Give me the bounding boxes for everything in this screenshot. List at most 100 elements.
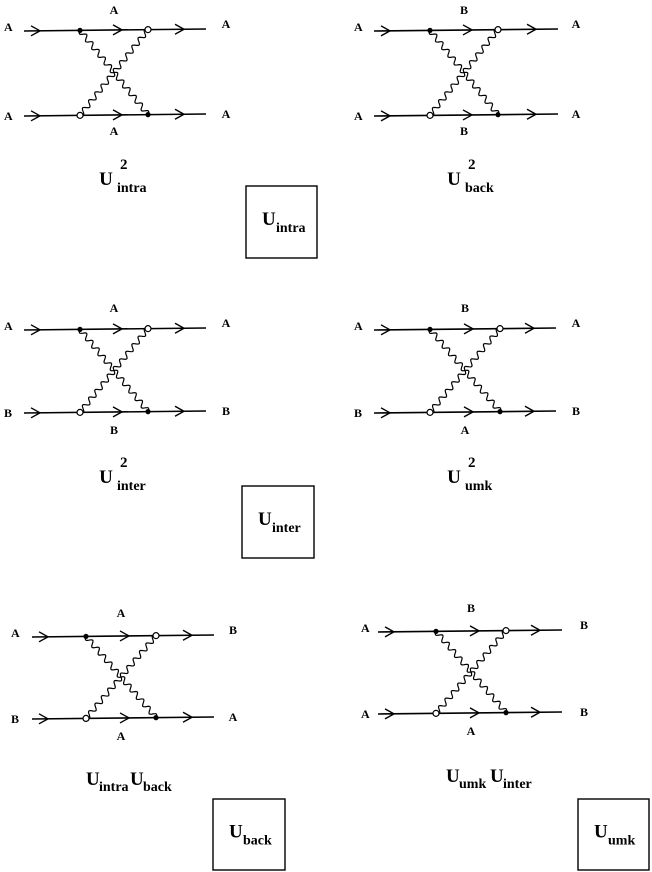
vertex-open-top (502, 627, 510, 635)
top-arrow-1 (38, 631, 50, 643)
caption-subscript: intra (99, 780, 129, 795)
box-subscript: umk (608, 834, 635, 849)
top-arrow-3 (174, 23, 186, 35)
box-border (212, 798, 286, 871)
top-fermion-line (31, 634, 215, 638)
label-bottom-mid: A (110, 124, 119, 138)
caption-superscript: 2 (120, 157, 128, 173)
label-bottom-right: B (572, 404, 580, 418)
label-bottom-mid: A (461, 423, 470, 437)
box-base: U (594, 822, 608, 843)
label-bottom-left: A (4, 109, 13, 123)
label-bottom-right: B (580, 705, 588, 719)
top-fermion-line (373, 28, 559, 32)
vertex-open-bottom (426, 111, 434, 119)
label-bottom-right: A (229, 710, 238, 724)
top-arrow-2 (469, 625, 481, 637)
bottom-arrow-3 (174, 108, 186, 120)
label-top-mid: A (110, 301, 119, 315)
bottom-fermion-line (31, 716, 215, 720)
caption-superscript: 2 (468, 455, 476, 471)
vertex-open-top (496, 325, 504, 333)
caption-superscript: 2 (120, 455, 128, 471)
caption-base: U (99, 467, 113, 488)
wavy-interaction-2 (79, 327, 149, 414)
wavy-interaction-2 (429, 28, 499, 117)
label-bottom-left: A (354, 109, 363, 123)
label-bottom-left: B (354, 406, 362, 420)
label-top-left: A (354, 319, 363, 333)
vertex-filled-bottom (497, 409, 503, 415)
bottom-arrow-3 (182, 711, 194, 723)
bottom-arrow-2 (112, 109, 124, 121)
box-base: U (262, 209, 276, 230)
top-arrow-3 (524, 322, 536, 334)
label-top-mid: A (117, 606, 126, 620)
bottom-arrow-1 (380, 407, 392, 419)
vertex-open-bottom (76, 111, 84, 119)
label-bottom-left: B (4, 406, 12, 420)
bottom-fermion-line (23, 113, 207, 117)
top-arrow-3 (530, 624, 542, 636)
bottom-arrow-3 (524, 405, 536, 417)
caption-superscript: 2 (468, 157, 476, 173)
bottom-arrow-1 (380, 110, 392, 122)
vertex-filled-top (77, 27, 83, 33)
top-fermion-line (377, 629, 563, 633)
bottom-arrow-3 (530, 706, 542, 718)
vertex-filled-top (427, 326, 433, 332)
top-arrow-2 (119, 630, 131, 642)
label-bottom-mid: B (460, 124, 468, 138)
label-bottom-mid: A (467, 724, 476, 738)
bottom-arrow-2 (119, 712, 131, 724)
bottom-fermion-line (373, 410, 557, 414)
bottom-arrow-3 (526, 108, 538, 120)
label-top-mid: B (460, 3, 468, 17)
box-subscript: inter (272, 521, 301, 536)
caption-subscript: intra (117, 181, 147, 196)
label-top-mid: B (461, 301, 469, 315)
vertex-open-top (494, 26, 502, 34)
top-fermion-line (23, 327, 207, 331)
label-top-left: A (11, 626, 20, 640)
label-bottom-left: B (11, 712, 19, 726)
wavy-interaction-2 (429, 327, 501, 414)
label-top-right: A (222, 17, 231, 31)
caption-base-2: U (130, 769, 144, 790)
vertex-open-top (144, 26, 152, 34)
top-arrow-2 (462, 24, 474, 36)
label-top-left: A (354, 20, 363, 34)
caption-subscript-2: inter (503, 777, 532, 792)
caption-subscript: back (465, 181, 494, 196)
top-arrow-1 (30, 324, 42, 336)
top-arrow-3 (174, 322, 186, 334)
vertex-filled-top (433, 628, 439, 634)
bottom-arrow-1 (30, 407, 42, 419)
caption-subscript: umk (459, 777, 486, 792)
label-top-right: A (572, 316, 581, 330)
top-arrow-1 (380, 324, 392, 336)
vertex-filled-bottom (153, 715, 159, 721)
label-top-right: B (229, 623, 237, 637)
vertex-filled-top (427, 27, 433, 33)
top-arrow-1 (384, 626, 396, 638)
top-arrow-3 (526, 23, 538, 35)
label-top-left: A (4, 20, 13, 34)
label-top-left: A (4, 319, 13, 333)
top-fermion-line (23, 28, 207, 32)
bottom-fermion-line (377, 711, 563, 715)
vertex-open-bottom (82, 714, 90, 723)
